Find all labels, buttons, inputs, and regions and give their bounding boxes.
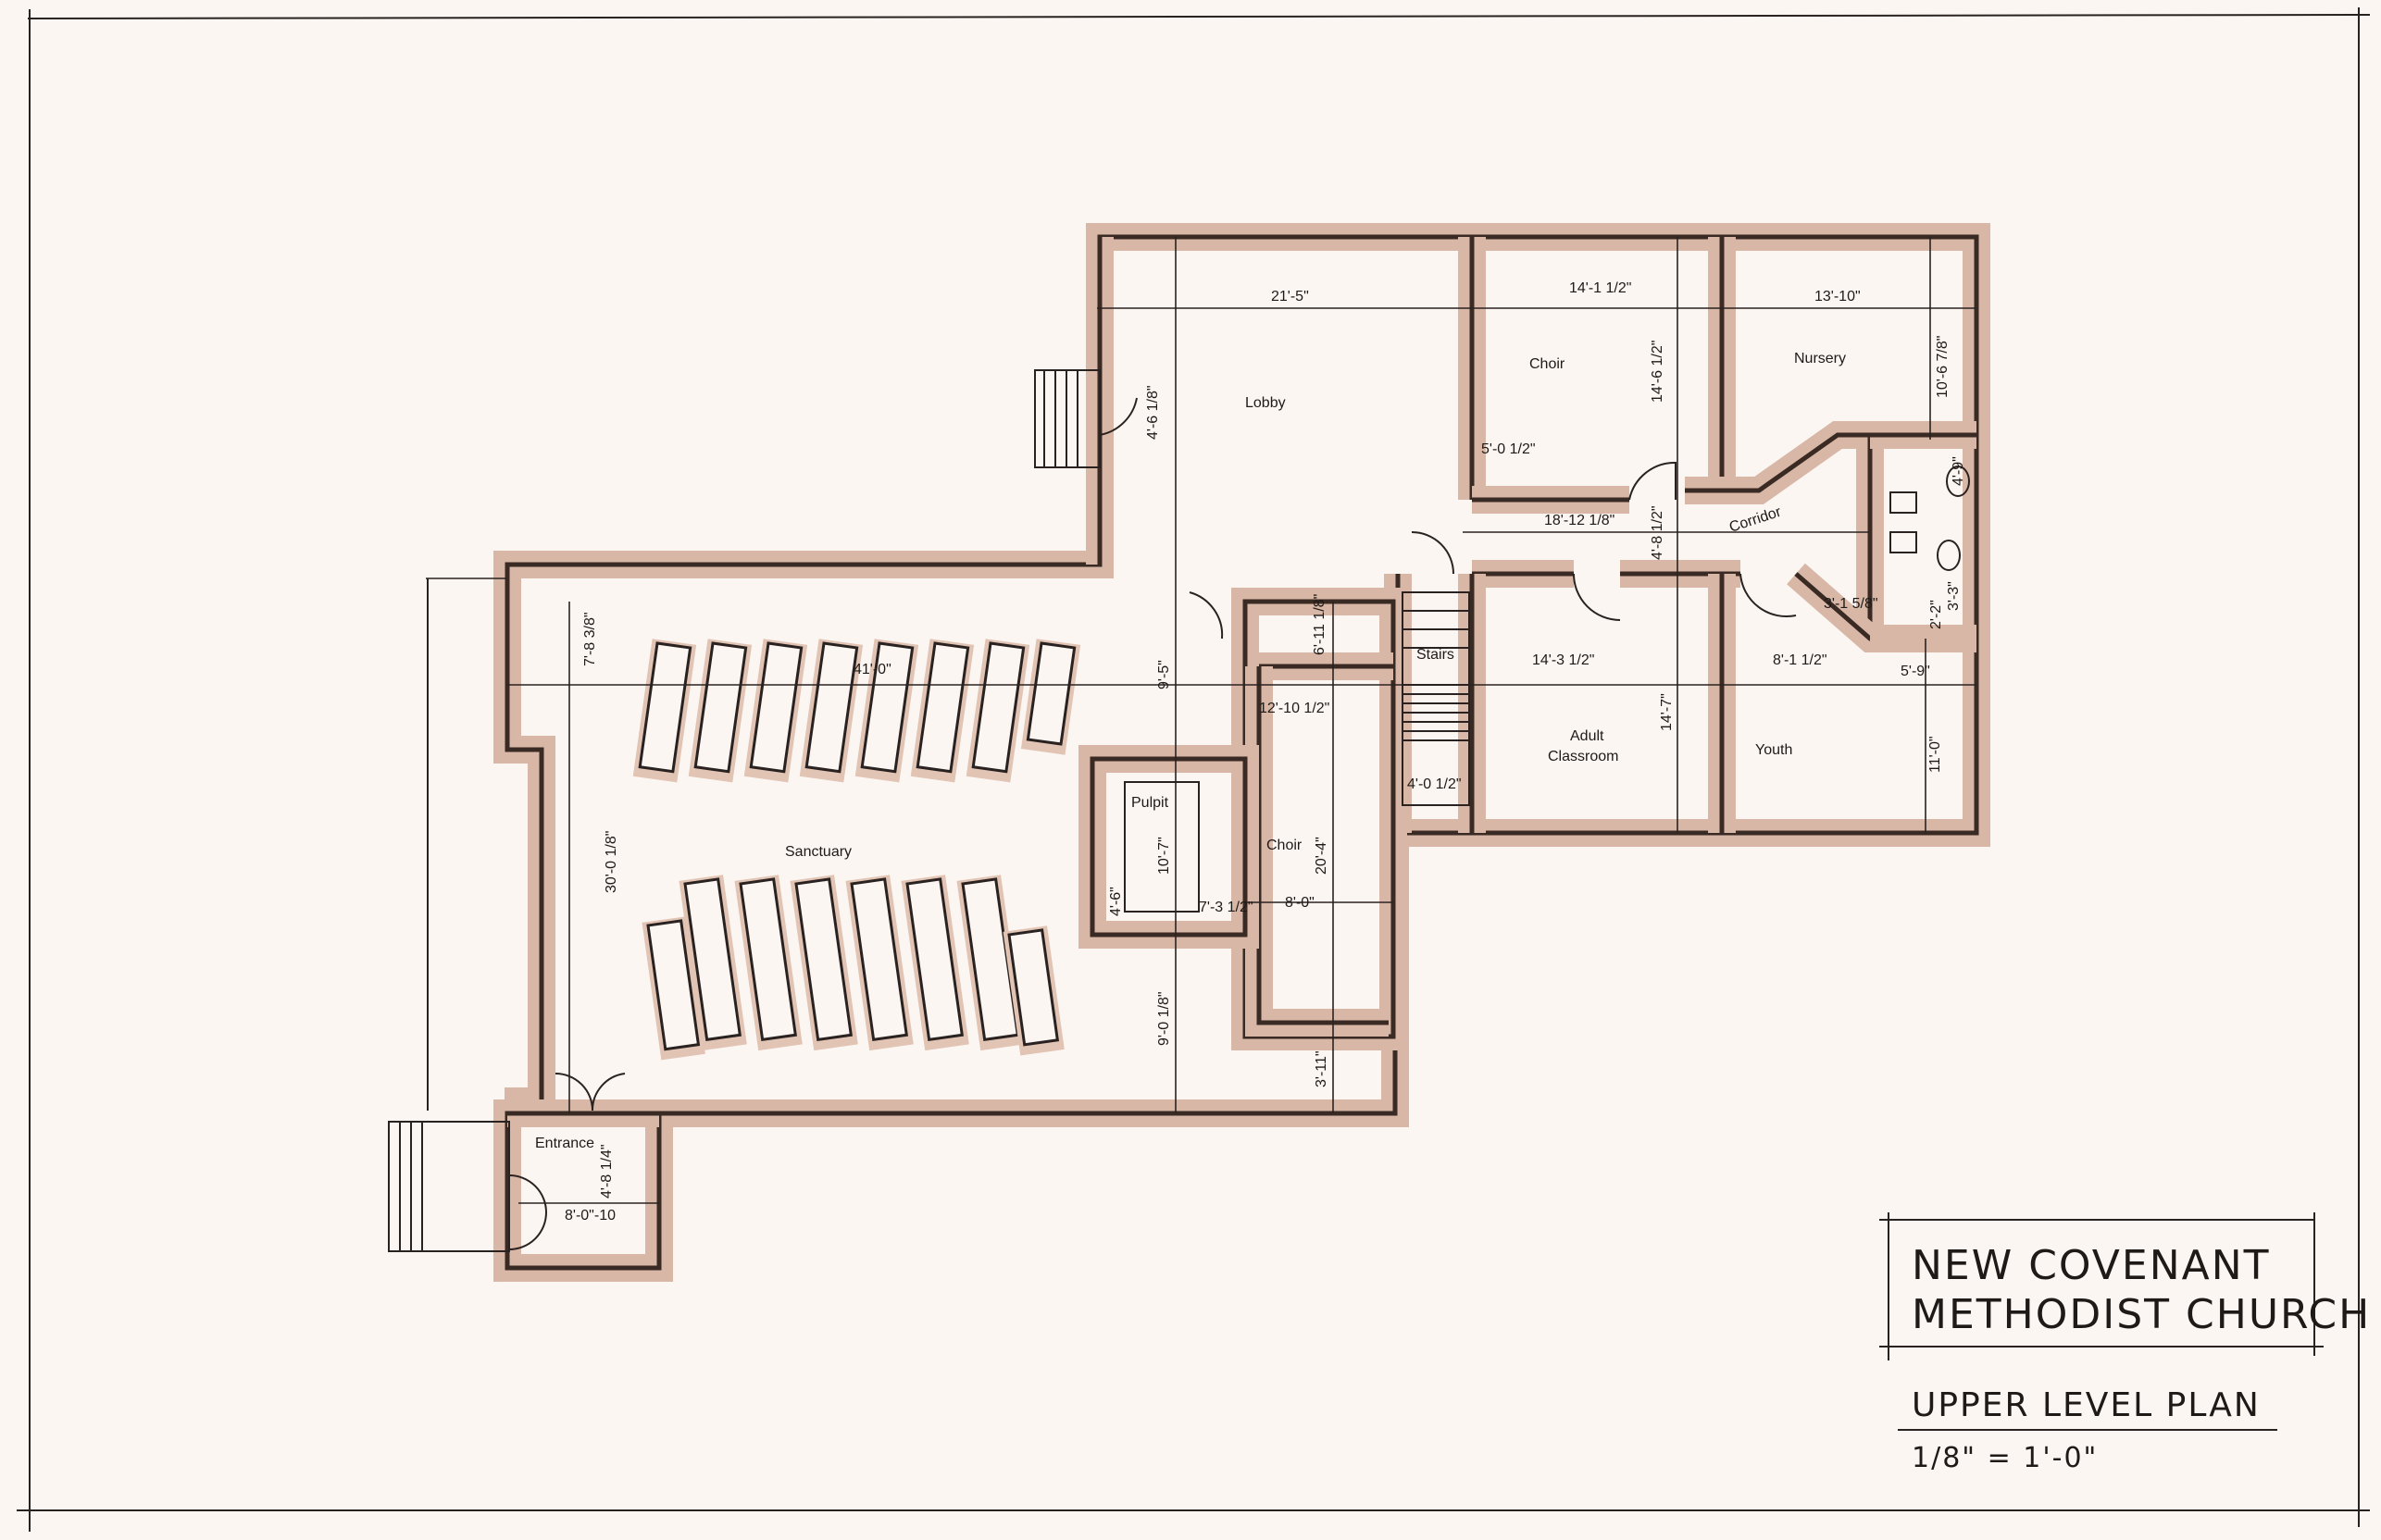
title-line-1: NEW COVENANT bbox=[1912, 1242, 2271, 1289]
dim-pulpit-width: 7'-3 1/2" bbox=[1199, 900, 1253, 915]
room-adult-classroom-line2: Classroom bbox=[1548, 749, 1618, 764]
door-swings bbox=[508, 397, 1797, 1250]
room-pulpit: Pulpit bbox=[1131, 795, 1169, 811]
sheet-border bbox=[17, 7, 2371, 1532]
dim-restroom-a: 3'-1 5/8" bbox=[1824, 596, 1878, 612]
dim-adult-width: 14'-3 1/2" bbox=[1532, 652, 1594, 668]
sanctuary-pews bbox=[632, 639, 1081, 1061]
title-block: NEW COVENANT METHODIST CHURCH UPPER LEVE… bbox=[1879, 1212, 2371, 1474]
dim-restroom-d: 3'-3" bbox=[1946, 581, 1962, 611]
room-adult-classroom-line1: Adult bbox=[1570, 728, 1604, 744]
dim-adult-height: 14'-7" bbox=[1659, 693, 1675, 731]
dim-corridor-width: 4'-8 1/2" bbox=[1650, 505, 1665, 560]
room-stairs: Stairs bbox=[1416, 647, 1454, 663]
dim-youth-width: 8'-1 1/2" bbox=[1773, 652, 1827, 668]
dim-nursery-width: 13'-10" bbox=[1814, 289, 1861, 304]
dim-nursery-height: 10'-6 7/8" bbox=[1935, 336, 1951, 398]
dim-entrance-height: 4'-8 1/4" bbox=[599, 1144, 615, 1198]
dim-entrance-width: 8'-0"-10 bbox=[565, 1208, 616, 1223]
dim-choir-width: 14'-1 1/2" bbox=[1569, 280, 1631, 296]
dim-choir-closet: 5'-0 1/2" bbox=[1481, 441, 1536, 457]
dim-sanctuary-lower: 9'-0 1/8" bbox=[1156, 991, 1172, 1046]
room-choir-lower: Choir bbox=[1266, 838, 1303, 853]
dimension-labels: 21'-5" 14'-1 1/2" 13'-10" 14'-6 1/2" 10'… bbox=[565, 280, 1966, 1223]
restroom-fixtures bbox=[1889, 466, 1970, 571]
dim-pulpit-step: 4'-6" bbox=[1108, 887, 1124, 916]
dim-lobby-door: 4'-6 1/8" bbox=[1145, 385, 1161, 440]
room-lobby: Lobby bbox=[1245, 395, 1286, 411]
room-youth: Youth bbox=[1755, 742, 1792, 758]
room-choir-upper: Choir bbox=[1529, 356, 1565, 372]
dim-pulpit-height: 10'-7" bbox=[1156, 837, 1172, 875]
room-entrance: Entrance bbox=[535, 1136, 594, 1151]
dim-youth-width-2: 5'-9" bbox=[1901, 664, 1930, 679]
dim-restroom-b: 2'-2" bbox=[1928, 600, 1944, 629]
title-line-2: METHODIST CHURCH bbox=[1912, 1291, 2371, 1338]
plan-name: UPPER LEVEL PLAN bbox=[1912, 1386, 2261, 1424]
dim-corridor-length: 18'-12 1/8" bbox=[1544, 513, 1614, 528]
dim-youth-height: 11'-0" bbox=[1927, 736, 1943, 773]
plan-scale: 1/8" = 1'-0" bbox=[1912, 1442, 2098, 1474]
dim-lobby-opening: 9'-5" bbox=[1156, 660, 1172, 689]
interior-walls bbox=[507, 237, 1976, 1127]
dim-choir-lower-width: 12'-10 1/2" bbox=[1259, 701, 1329, 716]
dim-sanctuary-width: 41'-0" bbox=[854, 662, 891, 677]
dim-choir-alcove: 6'-11 1/8" bbox=[1312, 594, 1328, 655]
room-nursery: Nursery bbox=[1794, 351, 1846, 366]
room-corridor: Corridor bbox=[1727, 504, 1784, 536]
dim-stairs-width: 4'-0 1/2" bbox=[1407, 776, 1462, 792]
dim-choir-height: 14'-6 1/2" bbox=[1650, 341, 1665, 403]
dim-sanctuary-height: 30'-0 1/8" bbox=[604, 831, 619, 893]
dim-choir-lower-depth: 8'-0" bbox=[1285, 895, 1315, 911]
exterior-steps bbox=[388, 369, 1101, 1252]
dim-restroom-c: 4'-9" bbox=[1951, 456, 1966, 486]
dim-sanctuary-alcove: 7'-8 3/8" bbox=[582, 612, 598, 666]
dim-lobby-width: 21'-5" bbox=[1271, 289, 1309, 304]
dimension-lines bbox=[426, 237, 1976, 1204]
room-sanctuary: Sanctuary bbox=[785, 844, 852, 860]
dim-choir-lower-height: 20'-4" bbox=[1314, 837, 1329, 875]
dim-choir-bottom: 3'-11" bbox=[1314, 1050, 1329, 1087]
